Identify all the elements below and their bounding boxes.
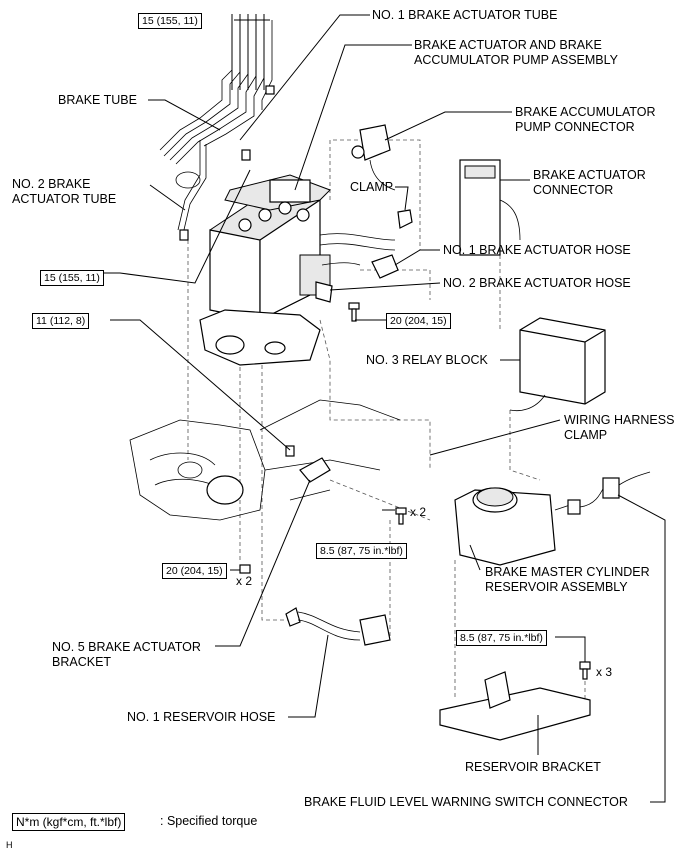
legend-unit-box: N*m (kgf*cm, ft.*lbf)	[12, 813, 126, 831]
label-actuator-pump-assembly-1: BRAKE ACTUATOR AND BRAKE	[414, 38, 602, 52]
label-no2-brake-actuator-hose: NO. 2 BRAKE ACTUATOR HOSE	[443, 276, 631, 290]
torque-actuator-bolt: 20 (204, 15)	[386, 313, 451, 329]
leader-lines	[90, 14, 666, 803]
relay-block-shape	[509, 317, 606, 412]
reservoir-bracket-shape	[439, 661, 591, 741]
label-no5-brake-actuator-bracket-1: NO. 5 BRAKE ACTUATOR	[52, 640, 201, 654]
label-no1-brake-actuator-tube: NO. 1 BRAKE ACTUATOR TUBE	[372, 8, 558, 22]
label-wiring-harness-clamp-2: CLAMP	[564, 428, 608, 442]
label-actuator-pump-assembly-2: ACCUMULATOR PUMP ASSEMBLY	[414, 53, 618, 67]
torque-reservoir-bolt: 8.5 (87, 75 in.*lbf)	[316, 543, 407, 559]
torque-bracket-bolt: 8.5 (87, 75 in.*lbf)	[456, 630, 547, 646]
label-no2-brake-actuator-tube-1: NO. 2 BRAKE	[12, 177, 91, 191]
reservoir-hose-shape	[285, 607, 391, 646]
label-reservoir-bracket: RESERVOIR BRACKET	[465, 760, 601, 774]
label-no1-reservoir-hose: NO. 1 RESERVOIR HOSE	[127, 710, 276, 724]
label-master-cylinder-reservoir-1: BRAKE MASTER CYLINDER	[485, 565, 650, 579]
torque-bracket-left: 11 (112, 8)	[32, 313, 90, 329]
torque-tube-top: 15 (155, 11)	[138, 13, 202, 29]
torque-tube-mid: 15 (155, 11)	[40, 270, 104, 286]
label-clamp: CLAMP	[350, 180, 394, 194]
label-brake-tube: BRAKE TUBE	[58, 93, 137, 107]
torque-lower-nut: 20 (204, 15)	[162, 563, 227, 579]
connectors	[351, 124, 521, 256]
alignment-lines	[187, 139, 586, 700]
legend-description: : Specified torque	[160, 814, 258, 828]
label-no5-brake-actuator-bracket-2: BRACKET	[52, 655, 112, 669]
label-accumulator-pump-connector-2: PUMP CONNECTOR	[515, 120, 635, 134]
label-actuator-connector-1: BRAKE ACTUATOR	[533, 168, 646, 182]
label-no3-relay-block: NO. 3 RELAY BLOCK	[366, 353, 488, 367]
actuator-assembly	[199, 174, 399, 366]
qty-lower-nut: x 2	[236, 574, 253, 588]
reservoir-shape	[395, 471, 651, 566]
label-no2-brake-actuator-tube-2: ACTUATOR TUBE	[12, 192, 117, 206]
engine-bay	[129, 399, 401, 574]
label-master-cylinder-reservoir-2: RESERVOIR ASSEMBLY	[485, 580, 628, 594]
label-wiring-harness-clamp-1: WIRING HARNESS	[564, 413, 675, 427]
figure-code: H	[6, 840, 13, 850]
label-no1-brake-actuator-hose: NO. 1 BRAKE ACTUATOR HOSE	[443, 243, 631, 257]
label-accumulator-pump-connector-1: BRAKE ACCUMULATOR	[515, 105, 656, 119]
qty-reservoir-bolt: x 2	[410, 505, 427, 519]
qty-bracket-bolt: x 3	[596, 665, 613, 679]
label-actuator-connector-2: CONNECTOR	[533, 183, 614, 197]
label-fluid-level-switch-connector: BRAKE FLUID LEVEL WARNING SWITCH CONNECT…	[304, 795, 628, 809]
